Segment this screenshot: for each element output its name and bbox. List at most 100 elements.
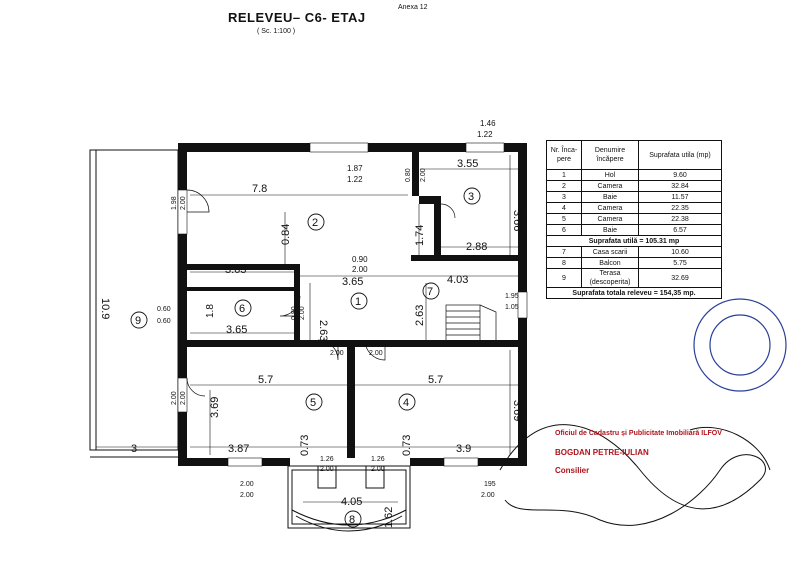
dim-0-60-a: 0.60 (157, 306, 171, 313)
dim-0-60-b: 0.60 (157, 318, 171, 325)
dim-2-00-j: 2.00 (371, 466, 385, 473)
cell-area: 5.75 (638, 257, 722, 269)
dim-2-00-k: 2.00 (240, 481, 254, 488)
dim-3-9: 3.9 (456, 443, 471, 455)
cell-name: Casa scarii (581, 246, 639, 258)
cell-area: 22.35 (638, 202, 722, 214)
dim-0-90-a: 0.90 (352, 255, 368, 264)
dim-2-00-d: 2.00 (299, 306, 306, 320)
cell-area: 6.57 (638, 224, 722, 236)
windows (177, 142, 528, 467)
dim-3: 3 (131, 443, 137, 455)
room-number-5: 5 (310, 397, 316, 409)
room-number-7: 7 (427, 286, 433, 298)
room-number-4: 4 (403, 397, 409, 409)
dim-10-9: 10.9 (99, 298, 111, 319)
cell-name: Terasa (descoperita) (581, 268, 639, 288)
cell-area: 11.57 (638, 191, 722, 203)
dim-5-7-b: 5.7 (428, 374, 443, 386)
balcony-outline (287, 465, 411, 532)
cell-name: Camera (581, 213, 639, 225)
dim-3-65-low: 3.65 (226, 324, 247, 336)
staircase (445, 304, 497, 342)
room-number-2: 2 (312, 217, 318, 229)
dim-1-62: 1.62 (383, 507, 395, 528)
table-total-row: Suprafata totala releveu = 154,35 mp. (546, 287, 722, 299)
drawing-title: RELEVEU– C6- ETAJ (228, 10, 366, 25)
dim-2-63-a: 2.63 (317, 320, 329, 341)
dim-2-00-i: 2.00 (320, 466, 334, 473)
dim-2-88: 2.88 (466, 241, 487, 253)
dim-3-55: 3.55 (457, 158, 478, 170)
cell-name: Baie (581, 191, 639, 203)
dim-1-95: 1.95 (505, 293, 519, 300)
dim-3-69-b: 3.69 (511, 400, 523, 421)
dim-0-80-a: 0.80 (405, 168, 412, 182)
dim-0-73-b: 0.73 (401, 435, 413, 456)
room-number-1: 1 (355, 296, 361, 308)
dim-1-87: 1.87 (347, 164, 363, 173)
dim-1-46: 1.46 (480, 119, 496, 128)
dim-2-00-e: 2.00 (330, 350, 344, 357)
cell-nr: 5 (546, 213, 582, 225)
dim-3-66: 3.66 (511, 210, 523, 231)
dim-4-03: 4.03 (447, 274, 468, 286)
dim-1-26-b: 1.26 (371, 456, 385, 463)
subtotal-cell: Suprafata utilă = 105.31 mp (546, 235, 722, 247)
drawing-scale: ( Sc. 1:100 ) (257, 28, 296, 35)
cell-nr: 1 (546, 169, 582, 181)
dim-2-00-l: 2.00 (240, 492, 254, 499)
dim-195: 195 (484, 481, 496, 488)
dim-1-05: 1.05 (505, 304, 519, 311)
dim-0-80-b: 0.80 (291, 306, 298, 320)
cell-nr: 2 (546, 180, 582, 192)
cell-nr: 3 (546, 191, 582, 203)
stamp-name: BOGDAN PETRE-IULIAN (555, 448, 649, 457)
stamp-office: Oficiul de Cadastru și Publicitate Imobi… (555, 430, 722, 437)
table-header: Nr. Înca-pere (546, 140, 582, 170)
dim-0-84: 0.84 (280, 224, 292, 245)
dim-0-90-b: 0.90 (330, 340, 344, 347)
area-table: Nr. Înca-pere Denumire încăpere Suprafat… (546, 140, 722, 299)
signature-scribble (499, 424, 771, 526)
dim-2-63-b: 2.63 (414, 305, 426, 326)
table-subtotal-row: Suprafata utilă = 105.31 mp (546, 235, 722, 247)
dim-3-65-top: 3.65 (342, 276, 363, 288)
dim-2-00-g: 2.00 (171, 391, 178, 405)
dim-2-00-h: 2.00 (180, 391, 187, 405)
dim-7-8: 7.8 (252, 183, 267, 195)
dim-1-22-top: 1.22 (477, 130, 493, 139)
table-header-row: Nr. Înca-pere Denumire încăpere Suprafat… (546, 140, 722, 170)
total-cell: Suprafata totala releveu = 154,35 mp. (546, 287, 722, 299)
dim-5-7-a: 5.7 (258, 374, 273, 386)
cell-nr: 9 (546, 268, 582, 288)
cell-area: 9.60 (638, 169, 722, 181)
dim-0-73-a: 0.73 (299, 435, 311, 456)
cell-area: 32.84 (638, 180, 722, 192)
dim-1-26-a: 1.26 (320, 456, 334, 463)
cell-name: Hol (581, 169, 639, 181)
dimension-lines (96, 155, 518, 503)
dim-4-05: 4.05 (341, 496, 362, 508)
dim-1-8: 1.8 (205, 304, 216, 318)
cell-nr: 8 (546, 257, 582, 269)
outer-walls (178, 143, 527, 466)
dim-3-87: 3.87 (228, 443, 249, 455)
cell-name: Camera (581, 202, 639, 214)
room-markers (130, 187, 481, 528)
dim-2-00-m: 2.00 (481, 492, 495, 499)
dim-2-00-c: 2.00 (352, 265, 368, 274)
cell-nr: 4 (546, 202, 582, 214)
door-swings (186, 189, 456, 397)
dim-1-98: 1.98 (171, 196, 178, 210)
cell-area: 22.38 (638, 213, 722, 225)
dim-2-00-a: 2.00 (420, 168, 427, 182)
